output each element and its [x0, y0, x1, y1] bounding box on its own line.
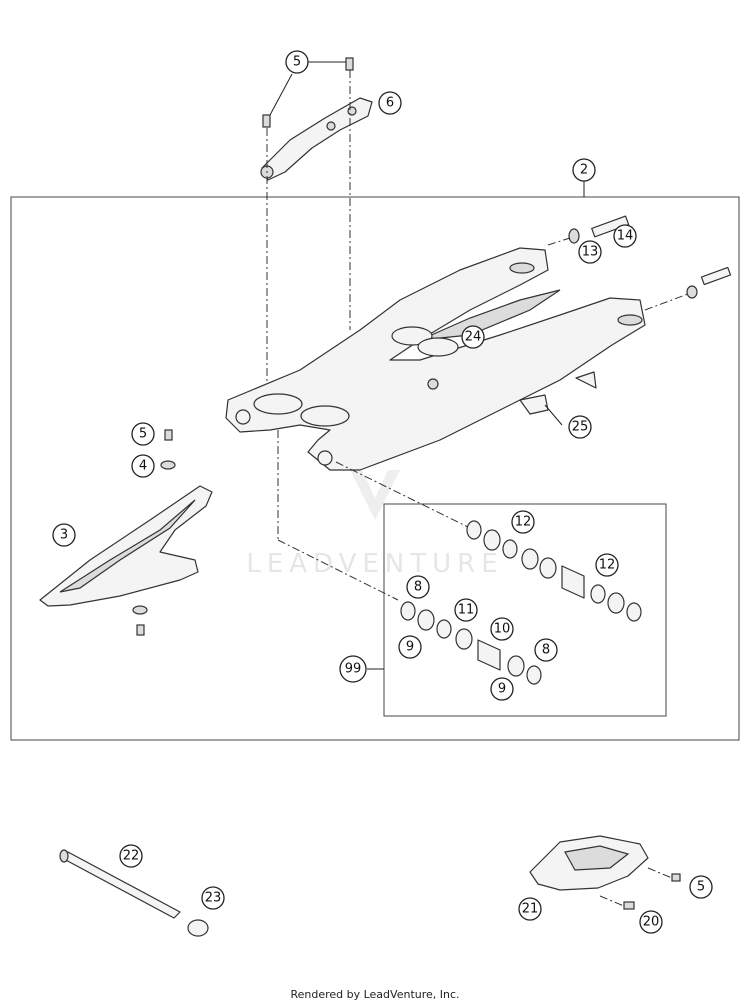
callout-13: 13	[578, 240, 602, 264]
callout-12-right: 12	[595, 553, 619, 577]
callout-5-left: 5	[131, 422, 155, 446]
screw-top-right	[345, 57, 354, 71]
watermark-text: LEADVENTURE	[246, 549, 503, 579]
svg-text:23: 23	[205, 891, 222, 906]
svg-text:13: 13	[582, 245, 599, 260]
callout-23: 23	[201, 886, 225, 910]
svg-text:14: 14	[617, 229, 634, 244]
chain-slider	[39, 485, 213, 607]
chain-guide-lower	[529, 835, 649, 891]
main-assembly-frame	[10, 196, 740, 741]
slider-screw	[164, 429, 173, 441]
swingarm-axle	[59, 849, 181, 919]
callout-20: 20	[639, 910, 663, 934]
svg-text:4: 4	[139, 459, 147, 474]
svg-text:11: 11	[458, 603, 475, 618]
svg-text:8: 8	[542, 643, 550, 658]
callout-6: 6	[378, 91, 402, 115]
footer-credit: Rendered by LeadVenture, Inc.	[290, 988, 460, 1001]
svg-text:99: 99	[345, 662, 362, 677]
svg-text:12: 12	[515, 515, 532, 530]
svg-text:3: 3	[60, 528, 68, 543]
guide-screw	[671, 873, 681, 882]
svg-text:5: 5	[697, 880, 705, 895]
svg-text:22: 22	[123, 849, 140, 864]
callout-4: 4	[131, 454, 155, 478]
axle-nut	[187, 919, 209, 937]
screw-top-left	[262, 114, 271, 128]
callout-5-bottom: 5	[689, 875, 713, 899]
callout-12-upper: 12	[511, 510, 535, 534]
callout-24: 24	[461, 325, 485, 349]
bearing-lower-set	[400, 601, 542, 685]
callout-9-left: 9	[398, 635, 422, 659]
svg-text:9: 9	[406, 640, 414, 655]
callout-25: 25	[568, 415, 592, 439]
slider-washer	[160, 460, 176, 470]
callout-21: 21	[518, 897, 542, 921]
svg-text:2: 2	[580, 163, 588, 178]
axle-bolt-lower	[686, 266, 732, 299]
svg-text:24: 24	[465, 330, 482, 345]
callout-8-lower: 8	[534, 638, 558, 662]
callout-8-upper: 8	[406, 575, 430, 599]
svg-text:10: 10	[494, 622, 511, 637]
guide-bolt	[623, 901, 635, 910]
callout-99: 99	[339, 655, 367, 683]
svg-text:20: 20	[643, 915, 660, 930]
bearing-kit-frame	[383, 503, 667, 717]
callout-2: 2	[572, 158, 596, 182]
callout-5-top: 5	[285, 50, 309, 74]
svg-text:5: 5	[139, 427, 147, 442]
svg-text:12: 12	[599, 558, 616, 573]
swingarm	[225, 247, 646, 471]
callout-14: 14	[613, 224, 637, 248]
callout-11: 11	[454, 598, 478, 622]
svg-text:5: 5	[293, 55, 301, 70]
axle-bolt-upper	[568, 215, 630, 244]
svg-text:21: 21	[522, 902, 539, 917]
svg-text:25: 25	[572, 420, 589, 435]
svg-text:6: 6	[386, 96, 394, 111]
callout-9-lower: 9	[490, 677, 514, 701]
watermark-logo: LEADVENTURE	[246, 470, 503, 579]
callout-22: 22	[119, 844, 143, 868]
svg-text:9: 9	[498, 682, 506, 697]
slider-bolt	[136, 624, 145, 636]
slider-nut	[132, 605, 148, 615]
chain-guide-top	[260, 97, 373, 181]
callout-10: 10	[490, 617, 514, 641]
bearing-upper-set	[466, 520, 642, 622]
callout-3: 3	[52, 523, 76, 547]
svg-text:8: 8	[414, 580, 422, 595]
